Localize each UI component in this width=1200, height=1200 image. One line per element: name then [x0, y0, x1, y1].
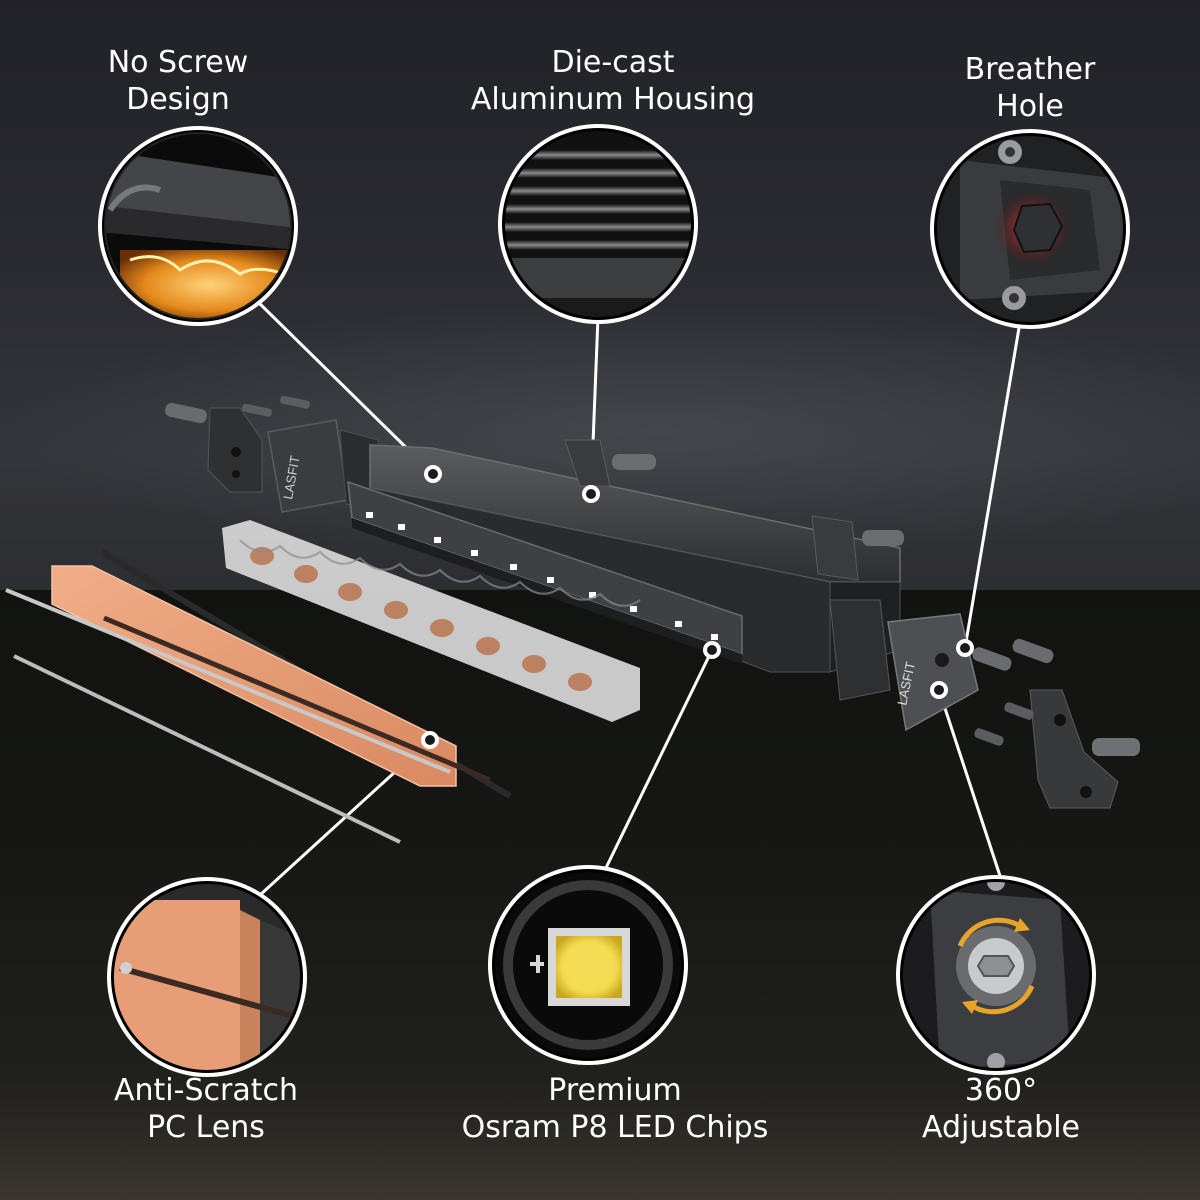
caption-lens-line1: Anti-Scratch [114, 1073, 298, 1108]
anchor-dots [421, 465, 974, 749]
caption-adjustable: 360° Adjustable [821, 1072, 1181, 1146]
right-mount-bracket [974, 689, 1140, 809]
lens-assembly [5, 549, 512, 844]
caption-housing: Die-cast Aluminum Housing [433, 44, 793, 118]
callout-breather-image [930, 129, 1130, 329]
caption-breather-line2: Hole [996, 89, 1064, 124]
led-chips-row [366, 512, 718, 640]
callout-housing-image [498, 124, 698, 324]
caption-no-screw: No Screw Design [0, 44, 358, 118]
seal-rod-front-2 [13, 654, 401, 844]
leader-breather [963, 321, 1022, 649]
caption-breather-line1: Breather [964, 52, 1096, 87]
left-mount-bracket [165, 395, 310, 493]
callout-no-screw-image [98, 126, 298, 326]
caption-housing-line2: Aluminum Housing [470, 82, 756, 117]
light-bar-assembly: LASFIT [5, 395, 1140, 844]
caption-no-screw-line2: Design [126, 82, 230, 117]
caption-chips: Premium Osram P8 LED Chips [435, 1072, 795, 1146]
caption-housing-line1: Die-cast [551, 45, 675, 80]
caption-breather: Breather Hole [850, 51, 1200, 125]
caption-chips-line2: Osram P8 LED Chips [461, 1110, 769, 1145]
leader-no-screw [254, 298, 435, 476]
leader-adjustable [937, 689, 1004, 883]
caption-adjustable-line2: Adjustable [922, 1110, 1080, 1145]
caption-lens: Anti-Scratch PC Lens [26, 1072, 386, 1146]
caption-adjustable-line1: 360° [964, 1073, 1038, 1108]
seal-rod-front-1 [5, 588, 451, 774]
leader-chips [602, 649, 714, 873]
caption-lens-line2: PC Lens [147, 1110, 265, 1145]
callout-adjustable-image [896, 875, 1096, 1075]
reflector-optic-strip [222, 520, 641, 722]
caption-chips-line1: Premium [548, 1073, 682, 1108]
callout-chips-image [488, 865, 688, 1065]
callout-lens-image [107, 877, 307, 1077]
led-pcb-board [347, 480, 743, 664]
right-end-cap: LASFIT [829, 599, 1054, 732]
caption-no-screw-line1: No Screw [107, 45, 249, 80]
